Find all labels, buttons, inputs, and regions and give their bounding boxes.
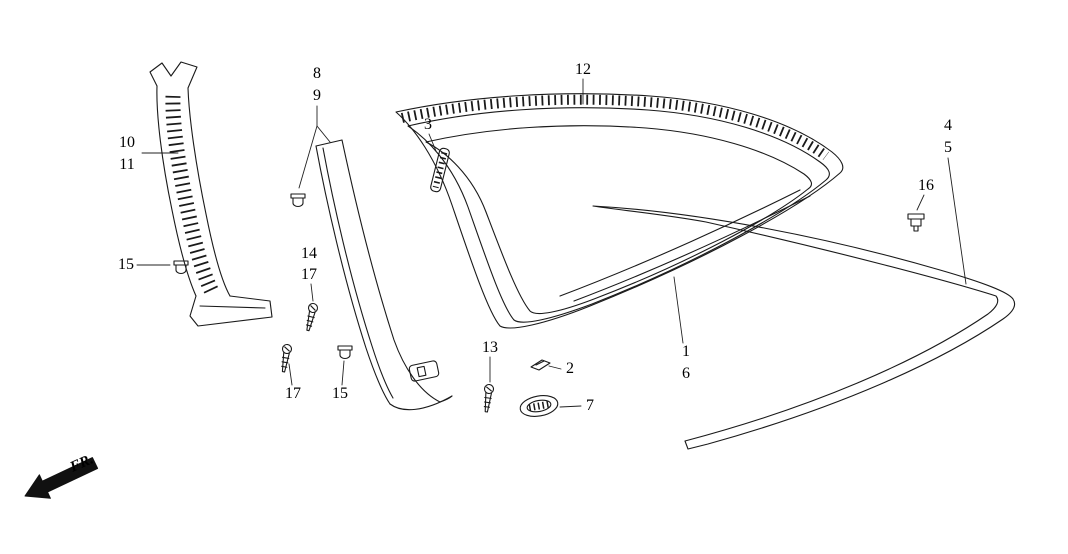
quarter-glass-assembly	[395, 93, 844, 329]
leader-3	[428, 133, 437, 152]
clip-15-upper	[173, 260, 189, 274]
pillar-garnish-left-edge	[156, 85, 197, 297]
part-label-7: 7	[586, 397, 594, 414]
part-label-4: 4	[944, 117, 952, 134]
leader-lines	[136, 78, 967, 408]
leader-1-6	[673, 276, 684, 344]
part-7-grommet	[519, 395, 559, 417]
part-label-5: 5	[944, 139, 952, 156]
sail-garnish-inner-line	[322, 147, 394, 399]
leader-17-lower	[288, 363, 293, 386]
clip-16	[907, 213, 925, 232]
part-label-17-upper: 17	[301, 266, 317, 283]
clips	[173, 193, 925, 359]
glass-edge-outline	[425, 125, 813, 314]
screw-17-lower	[281, 343, 293, 373]
leader-4-5	[947, 157, 967, 285]
part-label-13: 13	[482, 339, 498, 356]
part-label-9: 9	[313, 87, 321, 104]
leader-15-lower	[341, 360, 345, 386]
part-label-14: 14	[301, 245, 317, 262]
part-label-1: 1	[682, 343, 690, 360]
sail-garnish	[315, 139, 453, 411]
part-label-15-upper: 15	[118, 256, 134, 273]
clip-15-lower	[337, 345, 353, 359]
part-label-3: 3	[424, 116, 432, 133]
pillar-garnish-foot	[189, 295, 273, 327]
sail-garnish-left-edge	[315, 145, 391, 405]
part-label-15-lower: 15	[332, 385, 348, 402]
part-label-17-lower: 17	[285, 385, 301, 402]
leader-2	[548, 365, 562, 370]
weatherstrip-inner-outline	[407, 107, 830, 323]
part-2-clip	[530, 359, 551, 371]
sail-garnish-detail	[408, 360, 440, 382]
part-label-10: 10	[119, 134, 135, 151]
pillar-garnish	[149, 61, 273, 327]
fr-arrow-icon	[24, 457, 99, 499]
pillar-garnish-hatch	[165, 95, 219, 296]
leader-14-17	[310, 283, 314, 302]
part-label-8: 8	[313, 65, 321, 82]
part-label-11: 11	[119, 156, 135, 173]
quarter-molding-outline	[592, 205, 1016, 450]
leader-to-clip-9	[298, 125, 318, 189]
sail-garnish-right-edge	[341, 139, 441, 403]
part-label-16: 16	[918, 177, 934, 194]
screw-13	[483, 383, 495, 413]
sail-garnish-top-cap	[315, 139, 343, 147]
part-label-6: 6	[682, 365, 690, 382]
weatherstrip-outer-outline	[395, 93, 844, 329]
leader-to-garnish-8	[316, 125, 331, 143]
screws	[281, 302, 495, 413]
part-label-2: 2	[566, 360, 574, 377]
leader-7	[559, 405, 582, 408]
glass-reflection-2	[573, 195, 811, 302]
pillar-garnish-top-fork	[149, 61, 198, 89]
quarter-molding	[592, 205, 1016, 450]
leader-16	[916, 194, 925, 211]
clip-9	[290, 193, 306, 207]
screw-14-17	[305, 302, 319, 332]
glass-reflection-1	[559, 189, 801, 297]
part-label-12: 12	[575, 61, 591, 78]
pillar-garnish-right-edge	[187, 87, 231, 297]
part-3-strip	[430, 147, 450, 193]
pillar-garnish-foot-line	[199, 305, 266, 309]
sail-garnish-bottom-corner	[439, 395, 453, 403]
sail-garnish-bottom-cap	[389, 395, 453, 411]
